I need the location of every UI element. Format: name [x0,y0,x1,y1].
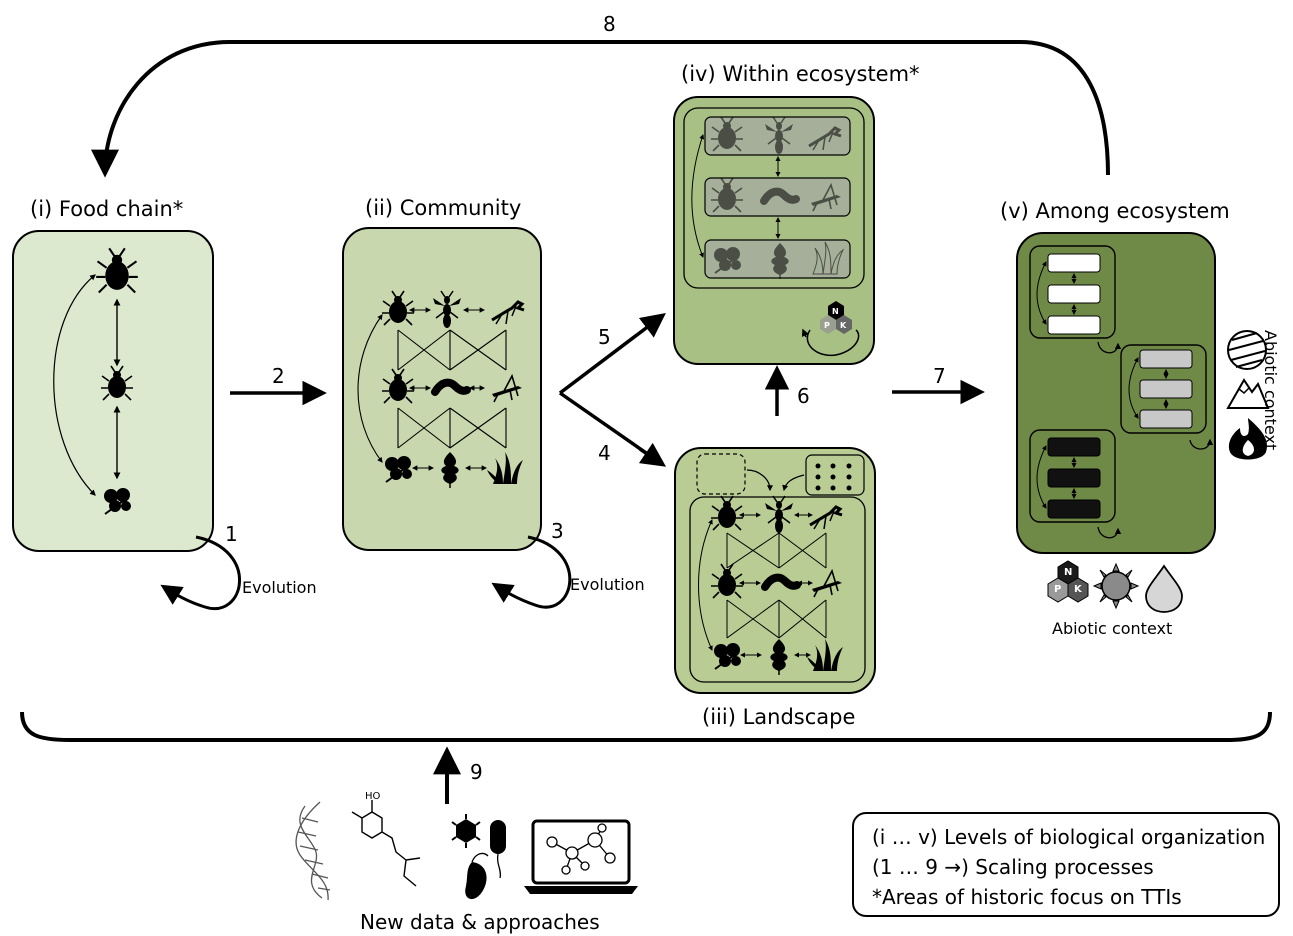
npk-k-letter: K [840,321,847,330]
evolution-label-3: Evolution [570,575,645,594]
process-label-4: 4 [598,441,611,465]
globe-icon [1227,330,1267,370]
evolution-label-1: Evolution [242,578,317,597]
legend-processes: (1 … 9 →) Scaling processes [872,855,1154,879]
landscape-title: (iii) Landscape [702,705,856,729]
fire-icon [1228,418,1268,460]
dna-icon [295,801,331,901]
process-label-7: 7 [933,364,946,388]
ecosystem-grey [1120,344,1214,450]
legend-levels: (i … v) Levels of biological organizatio… [872,825,1266,849]
process-label-5: 5 [598,325,611,349]
within-ecosystem-box [673,96,875,365]
svg-text:HO: HO [365,791,381,802]
virus-icon [451,814,481,848]
community-web [357,290,526,489]
water-drop-icon [1145,564,1183,613]
npk-nutrient-icon [820,301,852,334]
process-label-2: 2 [272,364,285,388]
within-ecosystem-title: (iv) Within ecosystem* [681,62,920,86]
npk-p-letter: P [824,321,830,330]
process-arrow-8 [91,40,1110,178]
npk-icon [1047,560,1089,603]
ecosystem-black [1029,429,1122,539]
community-title: (ii) Community [365,196,522,220]
npk-n-letter: N [832,307,839,316]
legend-box: (i … v) Levels of biological organizatio… [852,812,1280,917]
bottom-bracket [20,711,1272,742]
process-label-6: 6 [797,384,810,408]
food-chain-title: (i) Food chain* [30,197,184,221]
process-label-8: 8 [603,12,616,36]
abiotic-n-letter: N [1064,567,1073,578]
within-ecosystem-trophic-levels [691,116,851,280]
food-chain-organisms [53,247,139,515]
bacterium-icon [490,820,506,879]
molecule-icon: HO [351,791,421,887]
legend-historic-focus: *Areas of historic focus on TTIs [872,885,1182,909]
sun-icon [1092,562,1140,610]
mountain-icon [1226,378,1270,409]
landscape-mini-web [815,463,852,491]
among-ecosystem-title: (v) Among ecosystem [1000,199,1230,223]
new-data-label: New data & approaches [360,910,600,934]
process-label-1: 1 [225,522,238,546]
process-label-3: 3 [551,519,564,543]
ecosystem-white [1029,245,1122,354]
protist-icon [465,852,489,900]
process-label-9: 9 [470,760,483,784]
abiotic-context-vertical-label: Abiotic context [1261,330,1280,451]
abiotic-k-letter: K [1074,584,1082,595]
landscape-web [698,495,844,676]
abiotic-p-letter: P [1054,584,1062,595]
laptop-icon [524,819,638,894]
evolution-loop-1 [160,535,241,611]
process-arrow-5 [558,313,666,395]
abiotic-context-label: Abiotic context [1052,619,1173,638]
evolution-loop-3 [491,535,572,609]
